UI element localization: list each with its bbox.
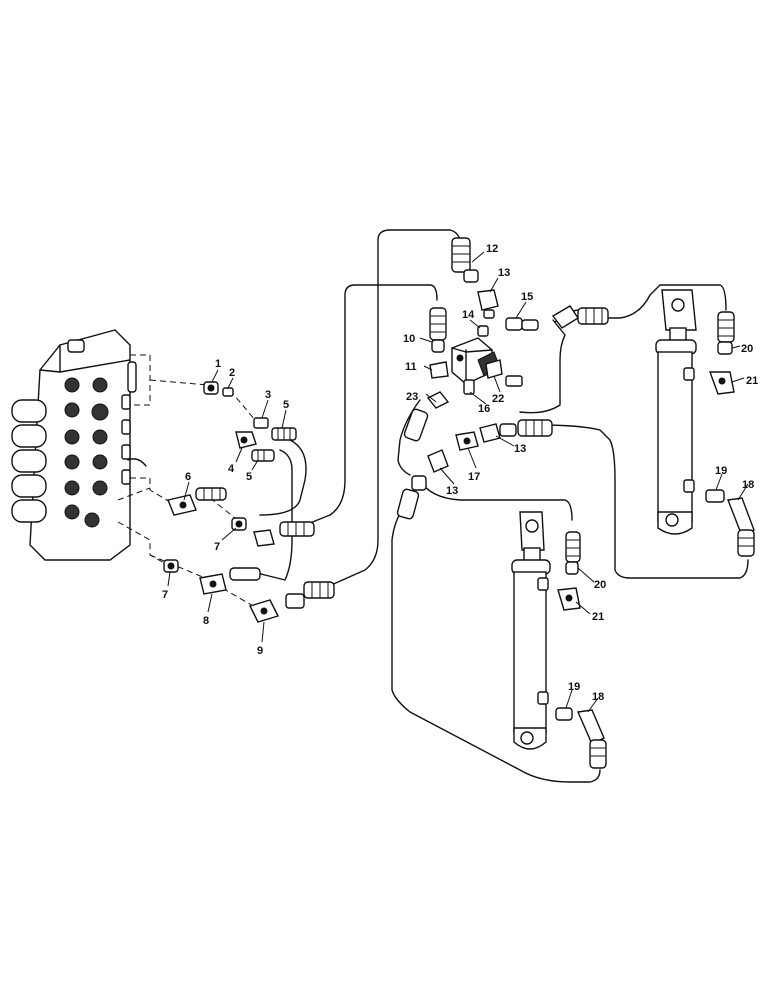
callout-3: 3: [265, 389, 271, 401]
fitting-1: [203, 381, 219, 395]
fitting-5-upper: [271, 427, 297, 441]
hydraulic-hoses: [229, 229, 749, 783]
callout-19b: 19: [568, 681, 580, 693]
callout-10: 10: [403, 333, 415, 345]
fitting-14: [477, 325, 489, 337]
callout-18a: 18: [742, 479, 754, 491]
fitting-17: [455, 431, 479, 451]
hose-end-18-lower: [576, 709, 607, 769]
callout-9: 9: [257, 645, 263, 657]
fitting-13-top: [477, 289, 499, 319]
hose-end-left-mid: [195, 487, 227, 501]
hose-end-10: [429, 307, 447, 353]
fitting-7-lower: [163, 559, 179, 573]
fitting-8: [199, 573, 227, 595]
hose-end-center-right: [517, 419, 553, 437]
fitting-3: [253, 417, 269, 429]
callout-13c: 13: [446, 485, 458, 497]
callout-5a: 5: [283, 399, 289, 411]
hose-end-18-right: [727, 497, 755, 557]
callout-7a: 7: [214, 541, 220, 553]
callout-6: 6: [185, 471, 191, 483]
hose-end-mid: [279, 521, 315, 537]
fitting-4: [235, 431, 257, 449]
fitting-hex-mid: [253, 529, 275, 547]
fitting-9: [249, 599, 279, 623]
callout-14: 14: [462, 309, 475, 321]
callout-21a: 21: [746, 375, 758, 387]
fitting-11: [429, 361, 449, 379]
fitting-7-upper: [231, 517, 247, 531]
hose-end-20-lower: [565, 531, 581, 575]
fitting-19-right: [705, 489, 725, 503]
fitting-23-hose: [403, 391, 450, 442]
fitting-right-small: [505, 375, 523, 387]
fitting-19-lower: [555, 707, 573, 721]
callout-19a: 19: [715, 465, 727, 477]
callout-20b: 20: [594, 579, 606, 591]
callout-8: 8: [203, 615, 209, 627]
hose-end-right-top: [551, 305, 609, 329]
fitting-21-lower: [557, 587, 581, 611]
fitting-13-lower: [427, 449, 449, 473]
fitting-5-lower: [251, 449, 275, 462]
callout-21b: 21: [592, 611, 604, 623]
hose-end-20-right: [717, 311, 735, 355]
fitting-6: [167, 494, 197, 516]
fitting-15: [505, 317, 539, 331]
callout-16: 16: [478, 403, 490, 415]
control-valve-block: [11, 329, 147, 561]
hose-end-center-lower: [396, 475, 427, 520]
callout-23: 23: [406, 391, 418, 403]
callout-18b: 18: [592, 691, 604, 703]
callout-13a: 13: [498, 267, 510, 279]
callout-2: 2: [229, 367, 235, 379]
fitting-13-mid: [479, 423, 517, 443]
callout-12: 12: [486, 243, 498, 255]
cylinder-right: [655, 289, 697, 535]
callout-1: 1: [215, 358, 221, 370]
callout-11: 11: [405, 361, 417, 373]
callout-labels: 1 2 3 5 4 5 6 7 7 8 9 10 11 12 13 14 15 …: [162, 243, 758, 703]
callout-20a: 20: [741, 343, 753, 355]
callout-13b: 13: [514, 443, 526, 455]
callout-4: 4: [228, 463, 235, 475]
callout-7b: 7: [162, 589, 168, 601]
hose-end-lower-left: [229, 567, 261, 581]
fitting-2: [222, 387, 234, 397]
callout-15: 15: [521, 291, 533, 303]
fitting-16: [463, 379, 475, 395]
hose-end-lower: [285, 581, 335, 609]
callout-leaders: [167, 251, 749, 713]
callout-22: 22: [492, 393, 504, 405]
callout-17: 17: [468, 471, 480, 483]
fitting-22: [485, 359, 503, 379]
fitting-21-right: [709, 371, 735, 395]
cylinder-lower: [511, 511, 551, 750]
hose-end-12: [451, 237, 479, 283]
callout-5b: 5: [246, 471, 252, 483]
